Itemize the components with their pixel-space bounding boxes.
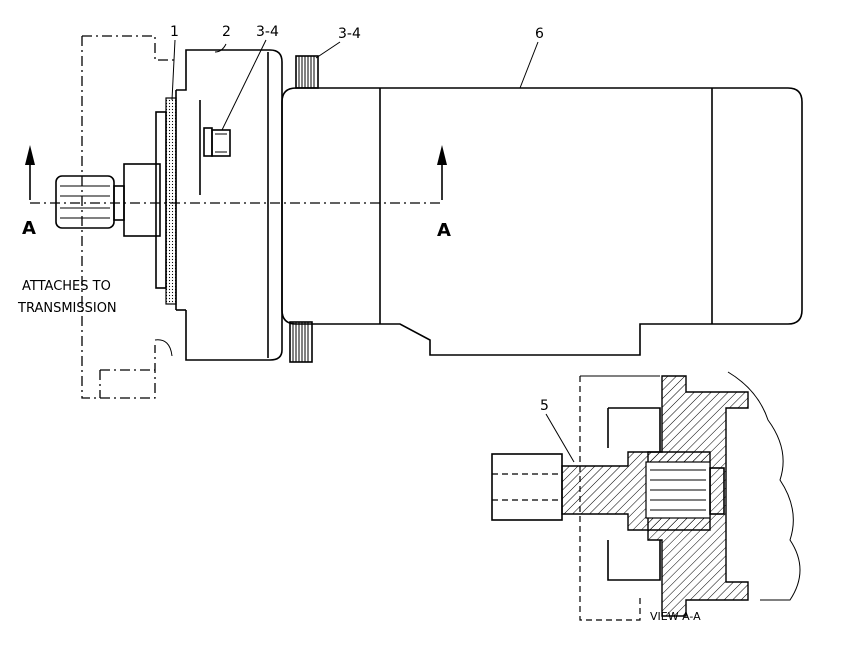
note-line-1: ATTACHES TO [22,279,111,294]
callout-2: 2 [222,24,231,40]
knurled-ring-bottom [289,321,313,363]
section-line-a-a [25,145,447,204]
callout-3-4-left: 3-4 [256,24,279,40]
section-view-a-a [491,371,801,621]
section-mark-left: A [22,218,36,239]
input-spline-shaft [55,163,161,237]
gasket [165,97,177,305]
mounting-flange [155,90,177,310]
callout-5: 5 [540,398,549,414]
callout-6: 6 [535,26,544,42]
adapter-housing [176,49,283,361]
motor-body [281,87,803,356]
leader-lines [171,39,575,463]
cap-screw [203,127,231,157]
transmission-housing-outline [81,35,178,399]
callout-3-4-right: 3-4 [338,26,361,42]
section-mark-right: A [437,220,451,241]
knurled-ring-top [295,55,319,89]
callout-1: 1 [170,24,179,40]
note-line-2: TRANSMISSION [17,301,117,316]
view-a-a-label: VIEW A-A [650,610,701,623]
